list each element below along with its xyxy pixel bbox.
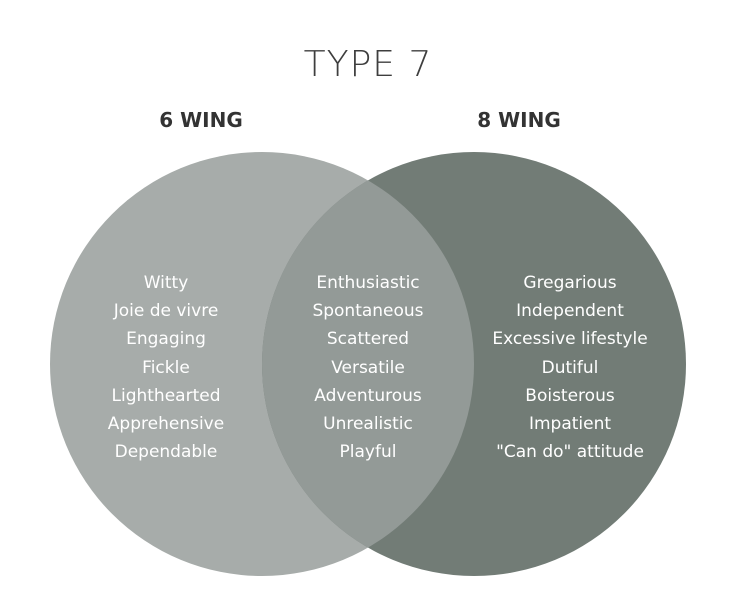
left-trait-item: Lighthearted xyxy=(111,385,221,406)
shared-trait-item: Playful xyxy=(339,442,397,463)
left-trait-item: Fickle xyxy=(142,357,190,378)
shared-trait-item: Scattered xyxy=(326,329,410,350)
shared-traits: Enthusiastic Spontaneous Scattered Versa… xyxy=(258,269,478,466)
right-wing-label: 8 WING xyxy=(477,108,561,132)
right-trait-item: Boisterous xyxy=(525,385,615,406)
left-trait-item: Witty xyxy=(143,273,189,293)
shared-trait-item: Versatile xyxy=(331,357,405,378)
overlap-region xyxy=(262,152,474,576)
shared-trait-item: Adventurous xyxy=(314,385,422,406)
right-trait-item: Impatient xyxy=(528,413,612,434)
left-trait-item: Engaging xyxy=(126,329,206,350)
right-trait-item: "Can do" attitude xyxy=(496,442,644,463)
left-trait-item: Dependable xyxy=(114,442,218,463)
right-trait-item: Independent xyxy=(516,301,624,322)
left-trait-item: Apprehensive xyxy=(107,413,225,434)
shared-trait-item: Spontaneous xyxy=(312,301,424,322)
left-trait-item: Joie de vivre xyxy=(113,301,219,322)
right-trait-item: Excessive lifestyle xyxy=(492,329,648,350)
right-wing-traits: Gregarious Independent Excessive lifesty… xyxy=(460,269,680,466)
shared-trait-item: Unrealistic xyxy=(323,413,413,434)
shared-trait-item: Enthusiastic xyxy=(316,273,420,293)
left-wing-label: 6 WING xyxy=(159,108,243,132)
right-trait-item: Dutiful xyxy=(541,357,599,378)
left-wing-traits: Witty Joie de vivre Engaging Fickle Ligh… xyxy=(56,269,276,466)
right-trait-item: Gregarious xyxy=(523,273,617,293)
diagram-title: TYPE 7 xyxy=(303,44,433,85)
